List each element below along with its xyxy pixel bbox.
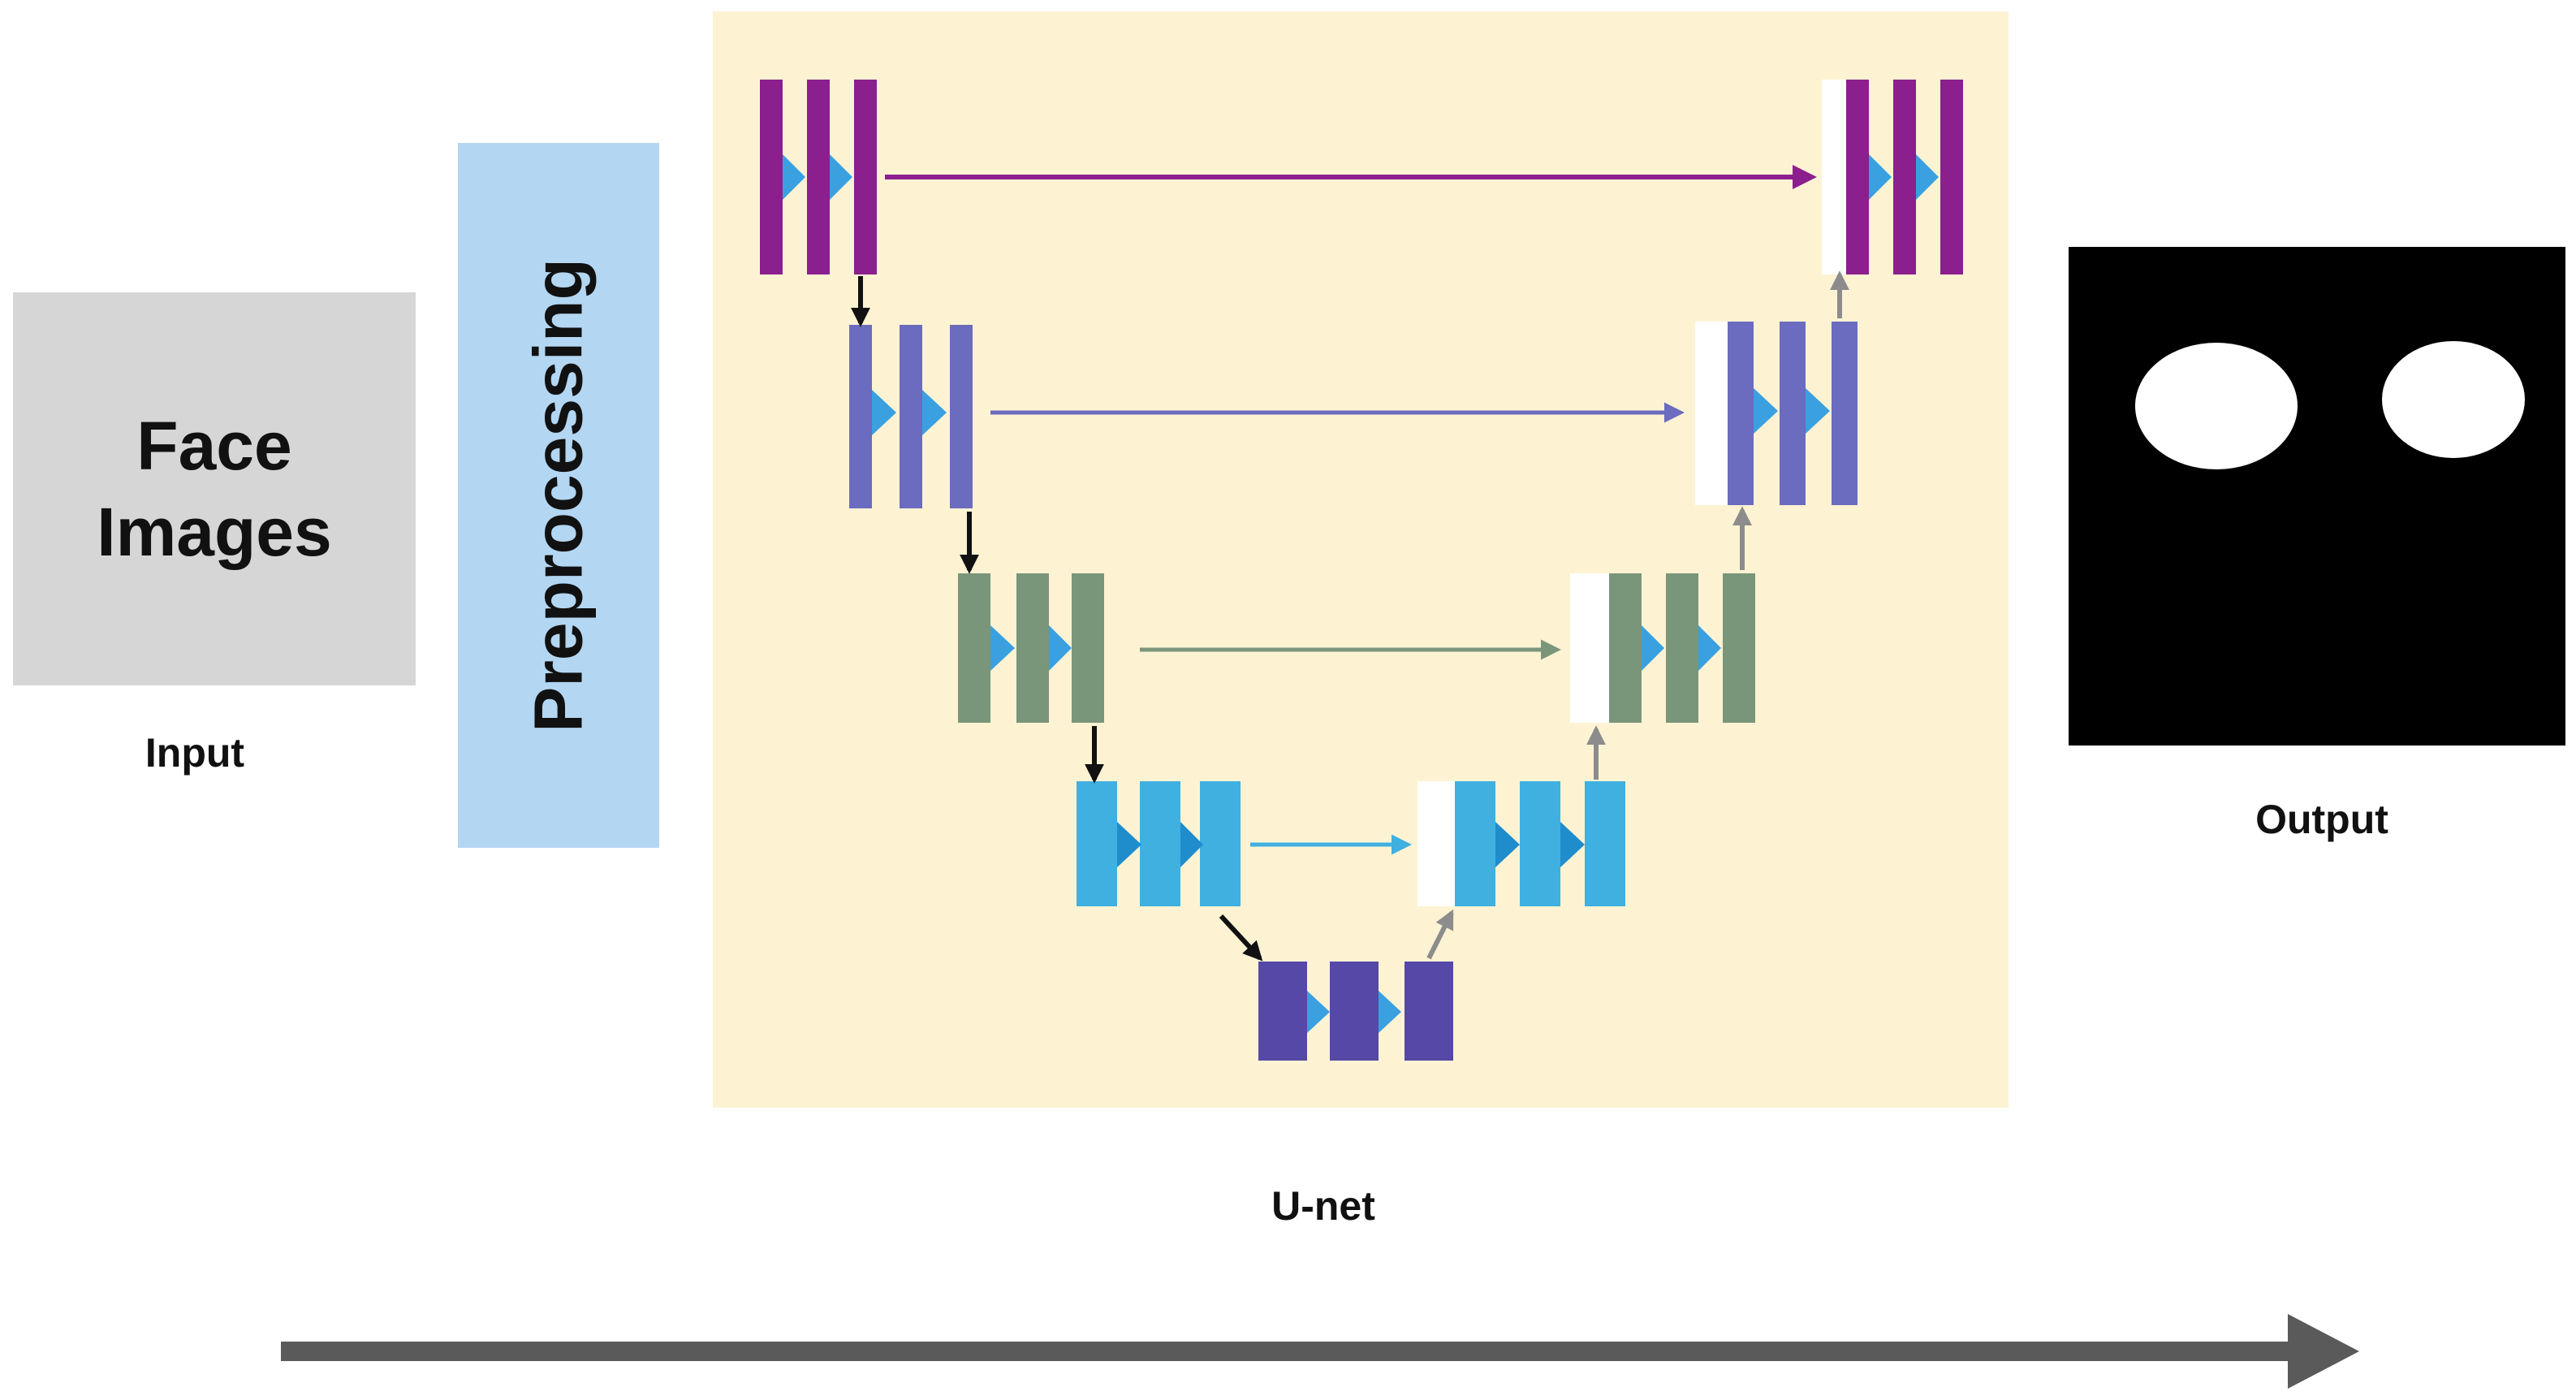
decoder-block-level-3 [1570, 573, 1755, 723]
input-box-line-1: Face [136, 408, 292, 484]
upsample-arrow-1 [1426, 909, 1454, 960]
unet-label: U-net [1271, 1183, 1375, 1229]
output-label: Output [2255, 797, 2388, 842]
bottleneck-block [1258, 962, 1453, 1061]
decoder-block-level-4 [1417, 781, 1625, 906]
downsample-arrow-4 [1219, 914, 1263, 962]
process-flow-arrow [281, 1314, 2359, 1389]
preprocessing-box: Preprocessing [458, 143, 659, 848]
encoder-block-level-4 [1077, 781, 1241, 906]
encoder-block-level-2 [849, 325, 973, 508]
input-label: Input [145, 730, 245, 776]
input-face-images-box: Face Images [13, 292, 416, 685]
output-mask-image [2069, 247, 2565, 746]
encoder-block-level-3 [958, 573, 1104, 723]
decoder-block-level-2 [1695, 322, 1858, 505]
input-box-line-2: Images [97, 494, 332, 570]
unet-panel [713, 11, 2009, 1108]
encoder-block-level-1 [760, 80, 877, 274]
decoder-block-level-1 [1822, 80, 1963, 274]
